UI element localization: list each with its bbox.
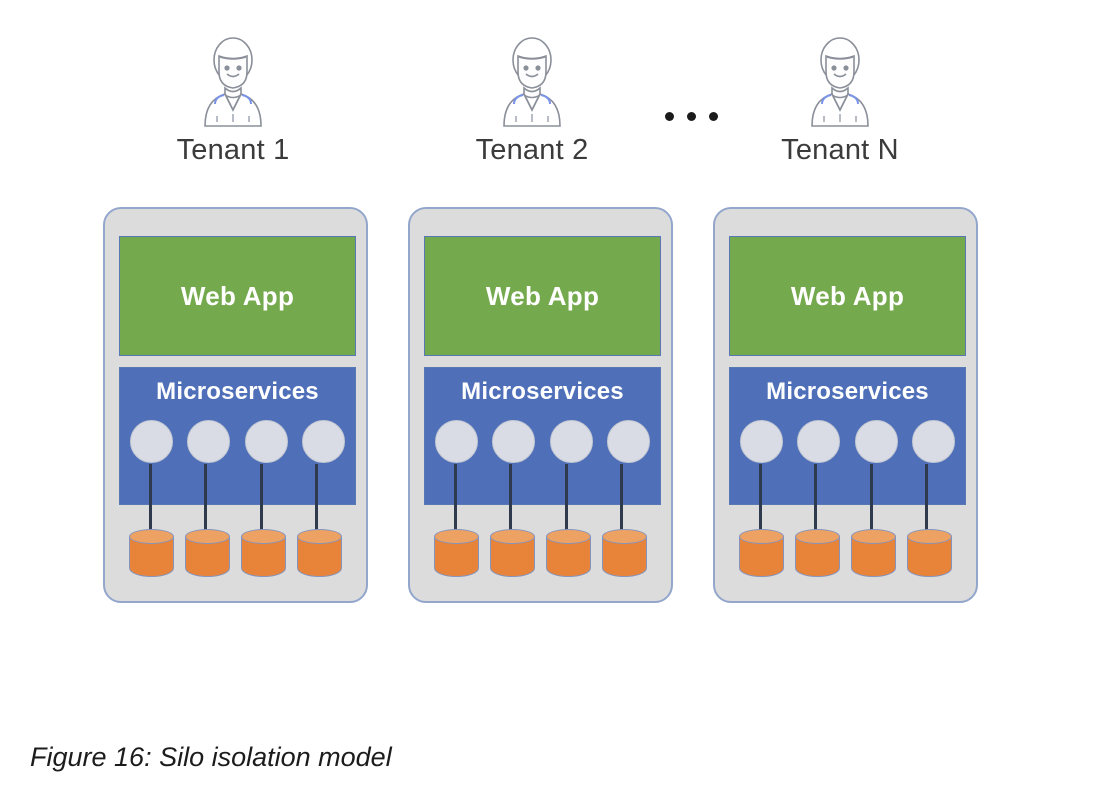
tenant-label: Tenant N bbox=[781, 134, 899, 166]
connector-group bbox=[729, 464, 966, 574]
figure-caption: Figure 16: Silo isolation model bbox=[30, 742, 392, 772]
database-icon bbox=[185, 529, 230, 581]
ellipsis-icon bbox=[665, 112, 718, 121]
ellipsis-dot bbox=[709, 112, 718, 121]
microservice-node bbox=[911, 420, 955, 463]
connector-line bbox=[620, 464, 623, 547]
silo-container-3: Web App Microservices bbox=[713, 207, 978, 603]
database-icon bbox=[795, 529, 840, 581]
web-app-label: Web App bbox=[180, 280, 295, 311]
user-icon bbox=[811, 37, 869, 127]
connector-line bbox=[565, 464, 568, 547]
tenant-label: Tenant 1 bbox=[176, 134, 290, 166]
microservice-node bbox=[740, 420, 783, 463]
database-icon bbox=[297, 529, 342, 581]
connector-line bbox=[759, 464, 762, 547]
connector-line bbox=[315, 464, 318, 547]
microservice-node bbox=[606, 420, 650, 463]
tenant-header-1: Tenant 1 bbox=[128, 30, 338, 167]
microservices-label: Microservices bbox=[156, 378, 319, 405]
database-icon bbox=[241, 529, 286, 581]
connector-line bbox=[149, 464, 152, 547]
database-row bbox=[434, 529, 647, 581]
database-icon bbox=[129, 529, 174, 581]
microservices-label: Microservices bbox=[461, 378, 624, 405]
connector-line bbox=[870, 464, 873, 547]
microservice-node bbox=[130, 420, 173, 463]
microservice-node-row bbox=[740, 420, 955, 463]
database-icon bbox=[602, 529, 647, 581]
ellipsis-dot bbox=[687, 112, 696, 121]
database-icon bbox=[434, 529, 479, 581]
web-app-box: Web App bbox=[424, 236, 661, 356]
microservice-node bbox=[492, 420, 536, 463]
database-row bbox=[129, 529, 342, 581]
connector-group bbox=[119, 464, 356, 574]
silo-container-2: Web App Microservices bbox=[408, 207, 673, 603]
microservice-node bbox=[549, 420, 593, 463]
database-icon bbox=[739, 529, 784, 581]
web-app-box: Web App bbox=[119, 236, 356, 356]
database-row bbox=[739, 529, 952, 581]
connector-line bbox=[509, 464, 512, 547]
microservice-node bbox=[244, 420, 288, 463]
connector-line bbox=[204, 464, 207, 547]
microservice-node bbox=[797, 420, 841, 463]
tenant-label: Tenant 2 bbox=[475, 134, 589, 166]
connector-line bbox=[814, 464, 817, 547]
connector-line bbox=[454, 464, 457, 547]
microservice-node bbox=[187, 420, 231, 463]
web-app-label: Web App bbox=[790, 280, 905, 311]
ellipsis-dot bbox=[665, 112, 674, 121]
connector-line bbox=[260, 464, 263, 547]
microservice-node bbox=[301, 420, 345, 463]
microservice-node-row bbox=[435, 420, 650, 463]
database-icon bbox=[490, 529, 535, 581]
microservice-node-row bbox=[130, 420, 345, 463]
database-icon bbox=[851, 529, 896, 581]
database-icon bbox=[907, 529, 952, 581]
silo-container-1: Web App Microservices bbox=[103, 207, 368, 603]
database-icon bbox=[546, 529, 591, 581]
web-app-box: Web App bbox=[729, 236, 966, 356]
user-icon bbox=[503, 37, 561, 127]
tenant-header-2: Tenant 2 bbox=[427, 30, 637, 167]
tenant-header-3: Tenant N bbox=[735, 30, 945, 167]
user-icon bbox=[204, 37, 262, 127]
microservice-node bbox=[435, 420, 478, 463]
connector-line bbox=[925, 464, 928, 547]
microservices-label: Microservices bbox=[766, 378, 929, 405]
connector-group bbox=[424, 464, 661, 574]
microservice-node bbox=[854, 420, 898, 463]
web-app-label: Web App bbox=[485, 280, 600, 311]
